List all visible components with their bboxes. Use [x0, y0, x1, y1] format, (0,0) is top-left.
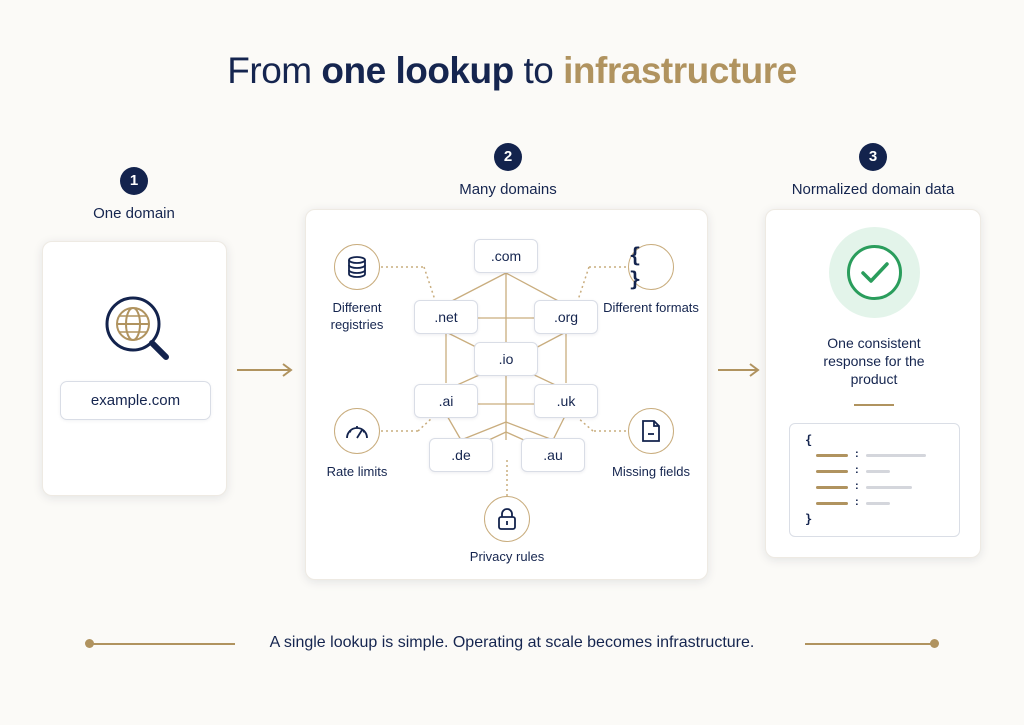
json-colon: : — [855, 464, 859, 476]
file-icon — [628, 408, 674, 454]
domain-node-com: .com — [474, 239, 538, 273]
json-colon: : — [855, 480, 859, 492]
lock-icon — [484, 496, 530, 542]
domain-node-ai: .ai — [414, 384, 478, 418]
step-number: 2 — [494, 143, 522, 171]
challenge-label: Rate limits — [326, 464, 388, 479]
braces-icon: { } — [628, 243, 674, 291]
footer-dot-right — [930, 639, 939, 648]
json-key — [816, 486, 848, 489]
json-value — [866, 454, 926, 457]
domain-node-net: .net — [414, 300, 478, 334]
step-number: 1 — [120, 167, 148, 195]
result-text: One consistent response for the product — [823, 335, 925, 387]
json-key — [816, 470, 848, 473]
check-circle-icon — [847, 245, 902, 300]
json-value — [866, 502, 890, 505]
json-colon: : — [855, 448, 859, 460]
domain-node-org: .org — [534, 300, 598, 334]
domain-node-au: .au — [521, 438, 585, 472]
gauge-icon — [334, 408, 380, 454]
page-title: From one lookup to infrastructure — [227, 50, 797, 91]
arrow-right-icon — [718, 363, 760, 377]
footer-line-right — [805, 643, 935, 645]
json-value — [866, 470, 890, 473]
globe-search-icon — [105, 296, 169, 360]
json-close-brace: } — [805, 512, 813, 526]
challenge-label: Missing fields — [611, 464, 691, 479]
challenge-label: Different formats — [603, 300, 699, 315]
normalized-data-card: One consistent response for the product … — [765, 209, 981, 558]
many-domains-card: .com .net .org .io .ai .uk .de .au Diffe… — [305, 209, 708, 580]
json-value — [866, 486, 912, 489]
domain-node-de: .de — [429, 438, 493, 472]
footer-dot-left — [85, 639, 94, 648]
step-label: One domain — [93, 205, 175, 222]
json-open-brace: { — [805, 433, 813, 447]
footer-line-left — [90, 643, 235, 645]
step-3-header: 3 Normalized domain data — [773, 143, 973, 198]
domain-node-uk: .uk — [534, 384, 598, 418]
divider — [854, 404, 894, 406]
step-label: Normalized domain data — [791, 181, 955, 198]
challenge-label: Different registries — [330, 300, 384, 332]
step-1-header: 1 One domain — [34, 167, 234, 222]
challenge-label: Privacy rules — [469, 549, 545, 564]
json-colon: : — [855, 496, 859, 508]
domain-input[interactable]: example.com — [60, 381, 211, 420]
domain-node-io: .io — [474, 342, 538, 376]
step-number: 3 — [859, 143, 887, 171]
json-key — [816, 454, 848, 457]
database-icon — [334, 244, 380, 290]
one-domain-card: example.com — [42, 241, 227, 496]
json-preview: { : : : : } — [789, 423, 960, 537]
arrow-right-icon — [237, 363, 293, 377]
step-label: Many domains — [459, 181, 557, 198]
json-key — [816, 502, 848, 505]
footer-caption: A single lookup is simple. Operating at … — [269, 634, 755, 651]
step-2-header: 2 Many domains — [408, 143, 608, 198]
